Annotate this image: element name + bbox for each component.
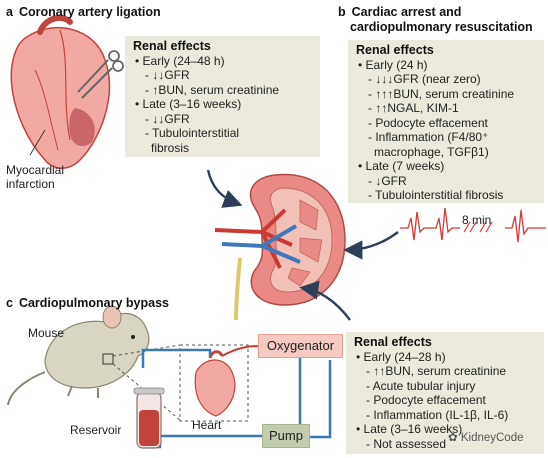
mouse-zoom-box	[102, 353, 114, 365]
heart-illustration-c	[194, 350, 236, 417]
ecg-trace	[400, 207, 546, 243]
mouse-label: Mouse	[28, 326, 65, 340]
renal-effects-heading: Renal effects	[133, 39, 211, 53]
renal-line: - ↑↑BUN, serum creatinine	[366, 364, 507, 378]
infarction-label-line1: Myocardial	[6, 163, 65, 177]
renal-line: - Podocyte effacement	[366, 393, 486, 407]
infarction-label-line2: infarction	[6, 177, 55, 191]
heart-illustration-a	[10, 14, 111, 169]
renal-line: - ↑↑↑BUN, serum creatinine	[368, 86, 515, 101]
panel-a-title-text: Coronary artery ligation	[18, 5, 161, 19]
panel-b-title: b Cardiac arrest and	[338, 5, 461, 19]
heart-label: Heart	[192, 418, 222, 432]
renal-effects-box-b: Renal effects • Early (24 h) - ↓↓↓GFR (n…	[348, 40, 544, 203]
renal-line: - ↓↓↓GFR (near zero)	[368, 72, 481, 86]
renal-line: - ↓↓GFR	[145, 68, 190, 82]
renal-line: - ↑BUN, serum creatinine	[145, 82, 280, 97]
panel-b-title-line1: Cardiac arrest and	[351, 5, 462, 19]
renal-line: - Podocyte effacement	[368, 115, 488, 130]
infarction-pointer	[29, 129, 46, 156]
renal-line: - Acute tubular injury	[366, 378, 476, 393]
infarct-region	[69, 108, 95, 147]
renal-line: • Early (24–28 h)	[356, 349, 446, 364]
renal-effects-heading: Renal effects	[354, 335, 432, 349]
panel-c-title: c Cardiopulmonary bypass	[6, 296, 169, 310]
renal-line: • Late (3–16 weeks)	[356, 422, 463, 436]
panel-a-letter: a	[6, 5, 13, 19]
oxygenator-box: Oxygenator	[258, 334, 343, 358]
renal-line: fibrosis	[151, 140, 190, 155]
renal-line: • Late (7 weeks)	[358, 159, 445, 173]
renal-line: - ↓GFR	[368, 173, 407, 188]
watermark: ✿ KidneyCode	[448, 432, 524, 444]
renal-line: • Early (24–48 h)	[135, 53, 225, 68]
renal-line: - ↑↑NGAL, KIM-1	[368, 101, 459, 115]
renal-effects-box-a: Renal effects • Early (24–48 h) - ↓↓GFR …	[125, 36, 320, 157]
kidney-illustration	[214, 173, 346, 321]
reservoir-illustration	[133, 387, 165, 449]
renal-line: - ↓↓GFR	[145, 111, 190, 126]
panel-a-title: a Coronary artery ligation	[6, 5, 161, 19]
renal-line: - Inflammation (F4/80⁺	[368, 130, 489, 144]
mouse-illustration	[7, 305, 150, 406]
panel-c-title-text: Cardiopulmonary bypass	[18, 296, 169, 310]
reservoir-label: Reservoir	[70, 423, 122, 437]
renal-effects-box-c: Renal effects • Early (24–28 h) - ↑↑BUN,…	[346, 332, 544, 454]
renal-line: - Inflammation (IL-1β, IL-6)	[366, 407, 509, 422]
renal-line: • Late (3–16 weeks)	[135, 97, 242, 111]
ecg-duration-label: 8 min	[462, 213, 492, 227]
renal-effects-heading: Renal effects	[356, 43, 434, 57]
renal-line: • Early (24 h)	[358, 57, 428, 72]
arrow-b-to-kidney	[343, 231, 399, 260]
renal-line: macrophage, TGFβ1)	[374, 144, 489, 159]
renal-line: - Not assessed	[366, 436, 447, 451]
panel-b-title-line2: cardiopulmonary resuscitation	[350, 20, 533, 34]
panel-c-letter: c	[6, 296, 13, 310]
arrow-a-to-kidney	[206, 169, 243, 208]
renal-line: - Tubulointerstitial fibrosis	[368, 188, 504, 202]
panel-b-letter: b	[338, 5, 346, 19]
arrow-c-to-kidney	[299, 280, 351, 321]
pump-box: Pump	[262, 424, 310, 448]
watermark-text: KidneyCode	[460, 432, 524, 444]
renal-line: - Tubulointerstitial	[145, 126, 240, 140]
scissors-icon	[77, 50, 124, 99]
